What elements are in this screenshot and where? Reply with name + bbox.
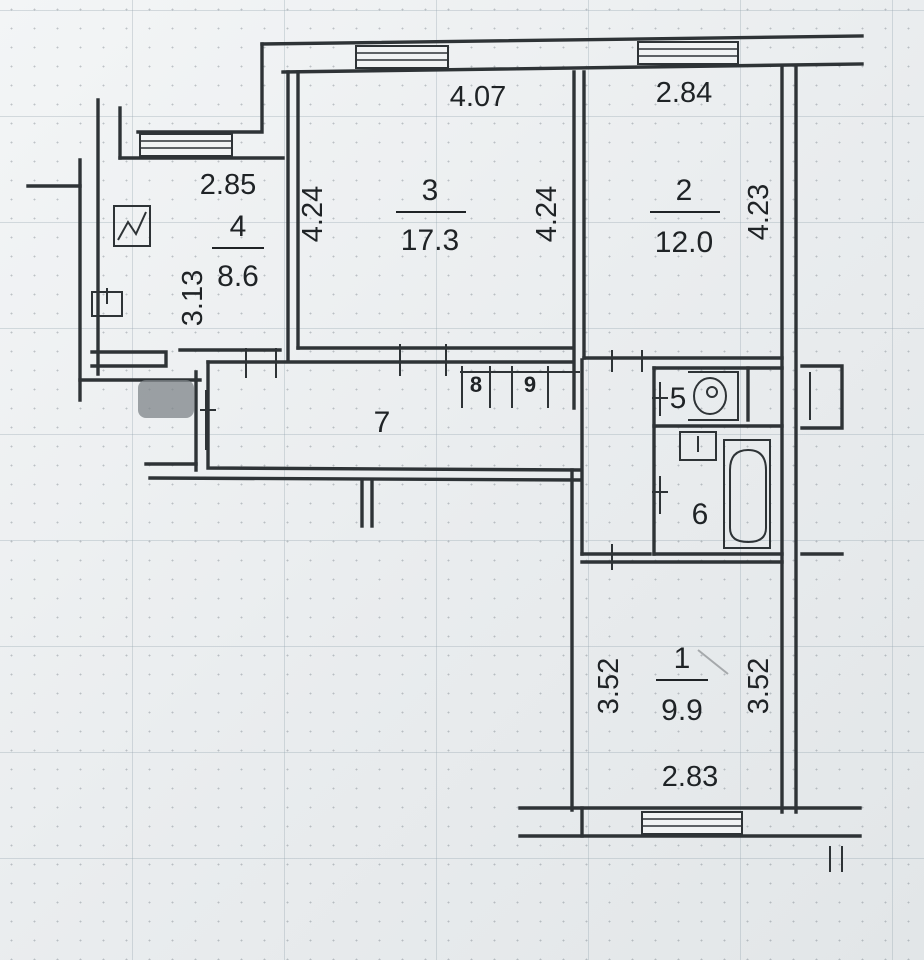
room4-top-step-wall: [136, 42, 264, 134]
room7-number: 7: [374, 406, 391, 439]
walls: [26, 34, 864, 872]
living-top-wall: [148, 476, 582, 482]
toilet-icon: [688, 371, 739, 421]
room1-right-dim: 3.52: [743, 658, 775, 714]
top-outer-wall: [260, 34, 864, 46]
room1-area: 9.9: [661, 694, 703, 727]
windows: [139, 41, 743, 835]
room4-area: 8.6: [217, 260, 259, 293]
bathtub-icon: [723, 439, 771, 549]
bottom-right-stubs: [829, 846, 843, 872]
sink-icon: [91, 288, 123, 317]
room8-number: 8: [470, 372, 482, 397]
room2-number: 2: [676, 174, 693, 207]
room3-right-dim: 4.24: [531, 186, 563, 242]
door-marks: [200, 344, 668, 570]
corridor-left-bottom-wall: [206, 360, 582, 472]
east-niche-wall: [800, 364, 844, 430]
redaction-smudge: [138, 380, 194, 418]
stove-icon: [113, 205, 151, 247]
room3-number: 3: [422, 174, 439, 207]
top-inner-wall: [281, 62, 864, 74]
labels: 4.07 4.24 4.24 3 17.3 2.84 4.23 2 12.0 2…: [177, 77, 775, 793]
room3-top-dim: 4.07: [450, 81, 506, 113]
room6-number: 6: [692, 498, 709, 531]
room1-bottom-dim: 2.83: [662, 761, 718, 793]
sink-icon: [679, 431, 717, 461]
window-icon: [637, 41, 739, 65]
room4-left-dim: 3.13: [177, 270, 209, 326]
room9-number: 9: [524, 372, 536, 397]
room2-right-dim: 4.23: [743, 184, 775, 240]
room2-top-dim: 2.84: [656, 77, 712, 109]
room1-number: 1: [674, 642, 691, 675]
room1-left-dim: 3.52: [593, 658, 625, 714]
window-icon: [139, 133, 233, 157]
window-icon: [641, 811, 743, 835]
room2-area: 12.0: [655, 226, 713, 259]
pencil-stroke: [697, 649, 729, 675]
room4-number: 4: [230, 210, 247, 243]
room3-area: 17.3: [401, 224, 459, 257]
room5-number: 5: [670, 382, 687, 415]
room4-top-dim: 2.85: [200, 169, 256, 201]
room4-bottom-shelf: [90, 350, 168, 368]
window-icon: [355, 45, 449, 69]
room3-left-dim: 4.24: [297, 186, 329, 242]
